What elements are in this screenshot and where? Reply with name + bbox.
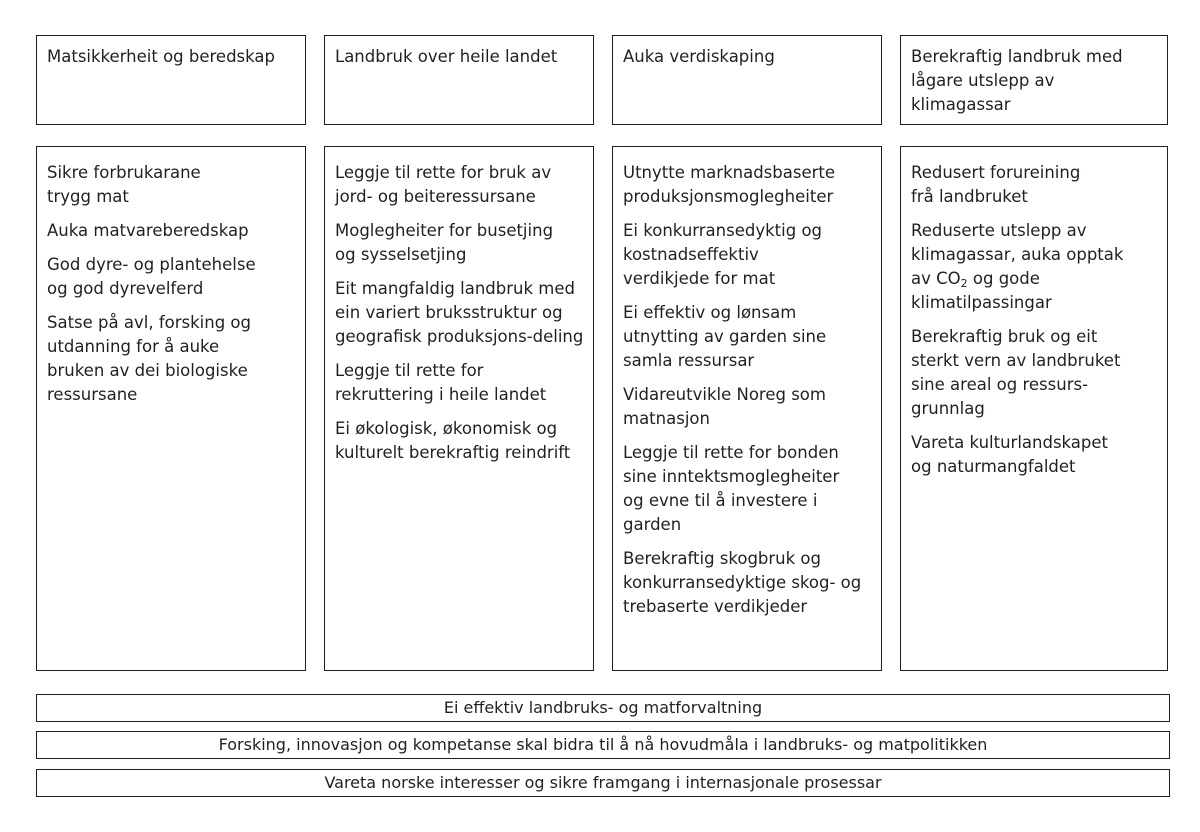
goal-item: Ei økologisk, økonomisk og kulturelt ber…	[335, 419, 571, 462]
goal-header-text: Berekraftig landbruk med lågare utslepp …	[911, 47, 1123, 114]
goal-header-value-creation: Auka verdiskaping	[612, 35, 882, 125]
cross-cutting-bar-research: Forsking, innovasjon og kompetanse skal …	[36, 731, 1170, 759]
goal-item: Moglegheiter for busetjing og sysselsetj…	[335, 221, 554, 264]
goal-header-food-security: Matsikkerheit og beredskap	[36, 35, 306, 125]
goal-column-agriculture-nationwide: Leggje til rette for bruk av jord- og be…	[324, 146, 594, 671]
goal-header-text: Auka verdiskaping	[623, 47, 775, 66]
goal-item: Eit mangfaldig landbruk med ein variert …	[335, 279, 584, 346]
goal-item: Leggje til rette for bruk av jord- og be…	[335, 163, 552, 206]
goal-item: Vareta kulturlandskapet og naturmangfald…	[911, 433, 1109, 476]
goal-item: Satse på avl, forsking og utdanning for …	[47, 313, 251, 404]
goal-header-agriculture-nationwide: Landbruk over heile landet	[324, 35, 594, 125]
goal-column-food-security: Sikre forbrukarane trygg mat Auka matvar…	[36, 146, 306, 671]
goal-item-co2: Reduserte utslepp av klimagassar, auka o…	[911, 221, 1124, 312]
goal-column-sustainable-agriculture: Redusert forureining frå landbruket Redu…	[900, 146, 1168, 671]
goal-item: Berekraftig bruk og eit sterkt vern av l…	[911, 327, 1121, 418]
goal-item: Redusert forureining frå landbruket	[911, 163, 1081, 206]
goal-item: Ei konkurransedyktig og kostnadseffektiv…	[623, 221, 823, 288]
goal-header-sustainable-agriculture: Berekraftig landbruk med lågare utslepp …	[900, 35, 1168, 125]
goal-item: Berekraftig skogbruk og konkurransedykti…	[623, 549, 862, 616]
bar-text: Ei effektiv landbruks- og matforvaltning	[443, 698, 763, 717]
goal-item: Auka matvareberedskap	[47, 221, 249, 240]
cross-cutting-bar-international: Vareta norske interesser og sikre framga…	[36, 769, 1170, 797]
goal-header-text: Landbruk over heile landet	[335, 47, 558, 66]
cross-cutting-bar-administration: Ei effektiv landbruks- og matforvaltning	[36, 694, 1170, 722]
goal-column-value-creation: Utnytte marknadsbaserte produksjonsmogle…	[612, 146, 882, 671]
goal-item: Vidareutvikle Noreg som matnasjon	[623, 385, 826, 428]
goal-item: Sikre forbrukarane trygg mat	[47, 163, 201, 206]
goal-item: Utnytte marknadsbaserte produksjonsmogle…	[623, 163, 836, 206]
bar-text: Vareta norske interesser og sikre framga…	[324, 773, 882, 792]
goal-header-text: Matsikkerheit og beredskap	[47, 47, 276, 66]
goal-item: Ei effektiv og lønsam utnytting av garde…	[623, 303, 827, 370]
bar-text: Forsking, innovasjon og kompetanse skal …	[218, 735, 988, 754]
goal-item: God dyre- og plantehelse og god dyrevelf…	[47, 255, 256, 298]
goal-item: Leggje til rette for bonden sine inntekt…	[623, 443, 840, 534]
goal-item: Leggje til rette for rekruttering i heil…	[335, 361, 547, 404]
